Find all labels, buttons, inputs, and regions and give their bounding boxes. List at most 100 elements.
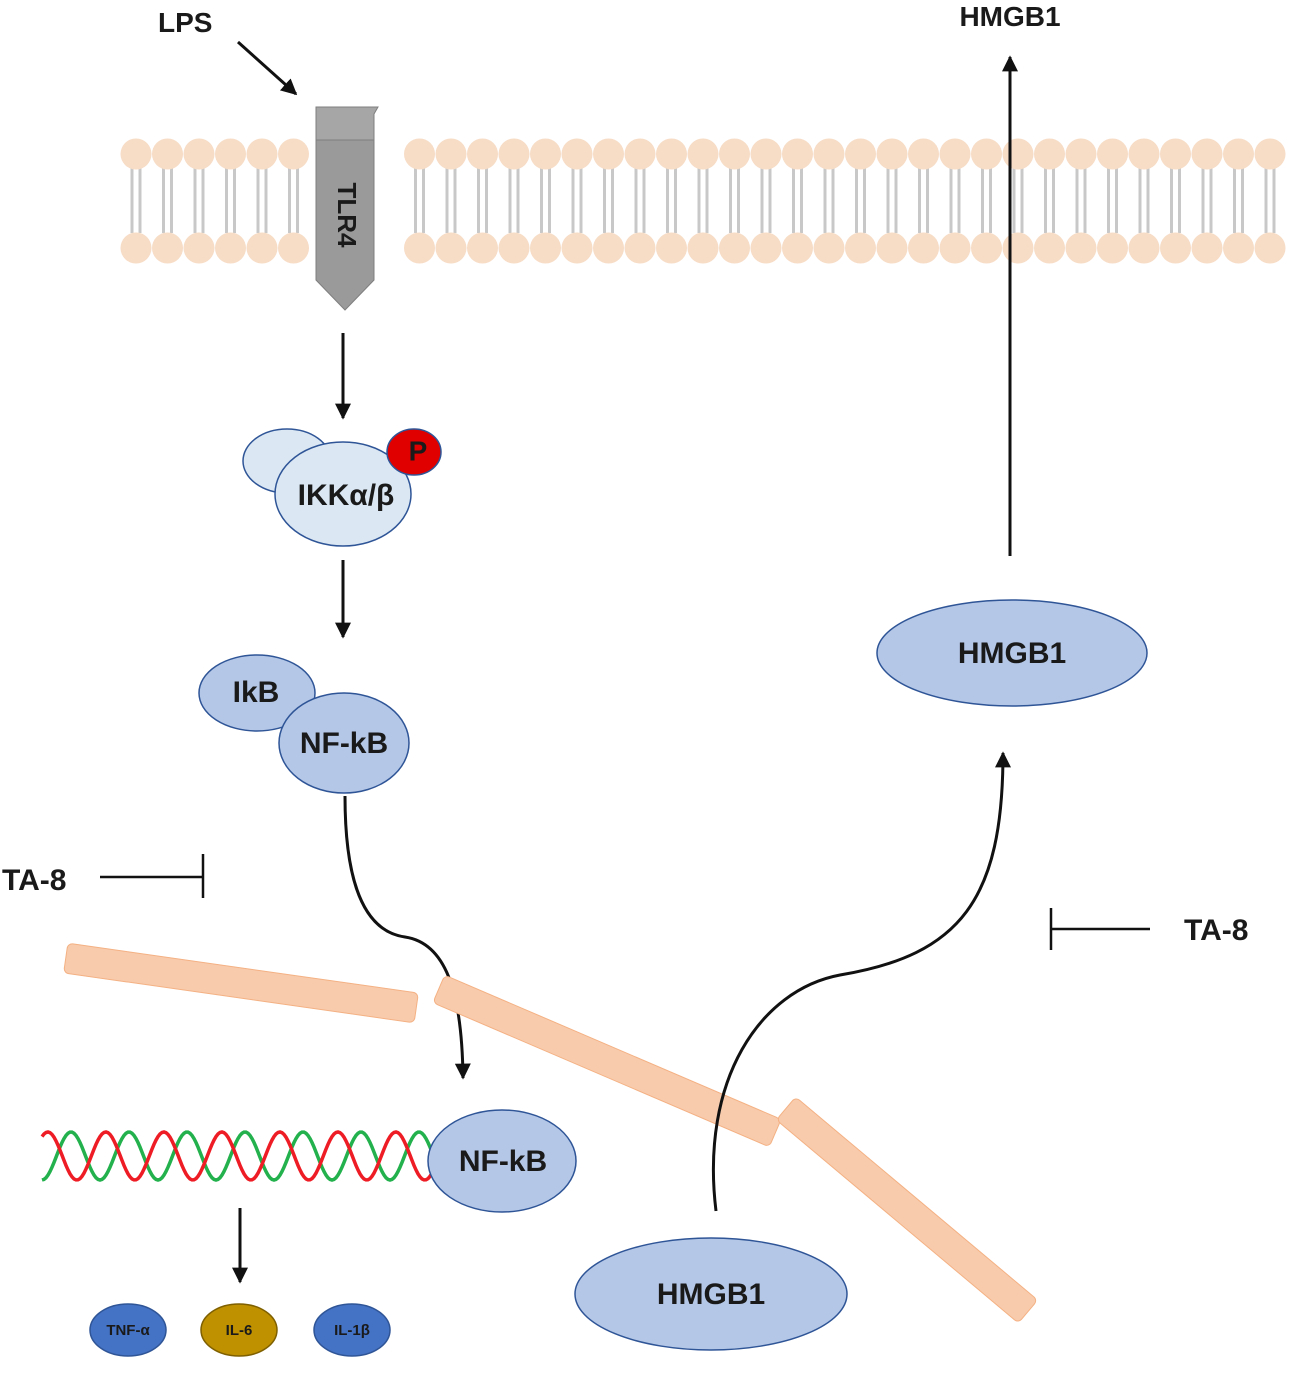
lipid-head <box>1065 138 1097 170</box>
lipid-head <box>1191 232 1223 264</box>
lipid-head <box>1254 232 1286 264</box>
lipid-head <box>467 138 498 170</box>
nuclear-envelope <box>63 943 1037 1322</box>
lipid-head <box>467 232 498 264</box>
lipid-head <box>656 138 687 170</box>
lipid-head <box>1128 138 1160 170</box>
lipid-head <box>813 138 845 170</box>
lipid-head <box>1065 232 1097 264</box>
lipid-head <box>971 232 1002 264</box>
lipid-head <box>624 232 656 264</box>
lipid-head <box>593 232 624 264</box>
ikk-label: IKKα/β <box>298 479 395 512</box>
lipid-head <box>1223 232 1254 264</box>
lipid-head <box>1097 138 1128 170</box>
phosphate-label: P <box>409 435 428 466</box>
lipid-head <box>782 232 813 264</box>
lipid-head <box>939 232 971 264</box>
il6-label: IL-6 <box>226 1322 253 1339</box>
lipid-head <box>624 138 656 170</box>
lipid-head <box>278 232 309 264</box>
lipid-head <box>183 138 215 170</box>
nuclear-envelope-segment-1 <box>63 943 419 1023</box>
lipid-head <box>404 232 435 264</box>
il6-protein <box>200 1303 278 1357</box>
lipid-head <box>1128 232 1160 264</box>
hmgb1-translocation-arrow <box>711 751 1011 1212</box>
lipid-head <box>876 138 908 170</box>
nfkb-translocation-arrow <box>343 795 471 1080</box>
lipid-head <box>1002 232 1034 264</box>
lipid-head <box>120 232 152 264</box>
lipid-head <box>435 232 467 264</box>
lipid-head <box>719 232 750 264</box>
lipid-head <box>1034 138 1065 170</box>
nfkb-cytoplasm-protein <box>278 692 410 794</box>
dna-strand-green <box>41 1130 434 1182</box>
tnf-alpha-label: TNF-α <box>106 1322 150 1339</box>
lipid-head <box>1254 138 1286 170</box>
lipid-head <box>1097 232 1128 264</box>
lipid-head <box>593 138 624 170</box>
nfkb-nucleus-label: NF-kB <box>459 1145 547 1178</box>
lipid-head <box>813 232 845 264</box>
lipid-head <box>183 232 215 264</box>
lipid-head <box>687 138 719 170</box>
lipid-head <box>719 138 750 170</box>
lipid-head <box>215 138 246 170</box>
ta8-left-label: TA-8 <box>2 864 66 897</box>
lipid-head <box>152 138 183 170</box>
lipid-head <box>656 232 687 264</box>
phosphate-group <box>386 428 442 476</box>
lipid-head <box>1002 138 1034 170</box>
lipid-head <box>1034 232 1065 264</box>
ta8-right-label: TA-8 <box>1184 914 1248 947</box>
tnf-alpha-protein <box>89 1303 167 1357</box>
lipid-head <box>750 138 782 170</box>
lipid-head <box>845 138 876 170</box>
lipid-head <box>908 232 939 264</box>
il1b-protein <box>313 1303 391 1357</box>
lipid-head <box>939 138 971 170</box>
lipid-head <box>1160 138 1191 170</box>
lipid-head <box>782 138 813 170</box>
lipid-head <box>278 138 309 170</box>
lipid-head <box>435 138 467 170</box>
lipid-head <box>1223 138 1254 170</box>
lipid-head <box>876 232 908 264</box>
lipid-head <box>498 232 530 264</box>
lipid-head <box>845 232 876 264</box>
lipid-head <box>530 232 561 264</box>
lipid-head <box>1191 138 1223 170</box>
dna-strand-red <box>40 1130 434 1182</box>
dna-double-helix <box>40 1130 434 1182</box>
nfkb-nucleus-protein <box>427 1109 577 1213</box>
nuclear-envelope-segment-3 <box>777 1098 1037 1322</box>
tlr4-receptor-body <box>315 139 375 311</box>
nuclear-envelope-segment-2 <box>433 976 781 1146</box>
hmgb1-cytoplasm-protein <box>876 599 1148 707</box>
lipid-head <box>687 232 719 264</box>
lps-label: LPS <box>158 7 212 38</box>
lipid-head <box>530 138 561 170</box>
lipid-head <box>404 138 435 170</box>
il1b-label: IL-1β <box>334 1322 370 1339</box>
ikb-nfkb-complex: IkB NF-kB <box>198 654 410 794</box>
ikb-label: IkB <box>233 676 280 709</box>
tlr4-receptor-cap <box>315 106 379 141</box>
cytokines: TNF-α IL-6 IL-1β <box>89 1303 391 1357</box>
lipid-head <box>1160 232 1191 264</box>
lps-to-tlr4-arrow <box>236 40 298 96</box>
ikk-complex: IKKα/β P <box>242 428 442 547</box>
lipid-head <box>561 138 593 170</box>
tlr4-receptor: TLR4 <box>315 106 379 311</box>
lipid-head <box>561 232 593 264</box>
hmgb1-extracellular-label: HMGB1 <box>959 1 1060 32</box>
nfkb-cytoplasm-label: NF-kB <box>300 727 388 760</box>
ikk-subunit-front <box>274 441 412 547</box>
lipid-head <box>971 138 1002 170</box>
lipid-head <box>246 138 278 170</box>
hmgb1-nucleus-protein <box>574 1237 848 1351</box>
ikb-protein <box>198 654 316 732</box>
